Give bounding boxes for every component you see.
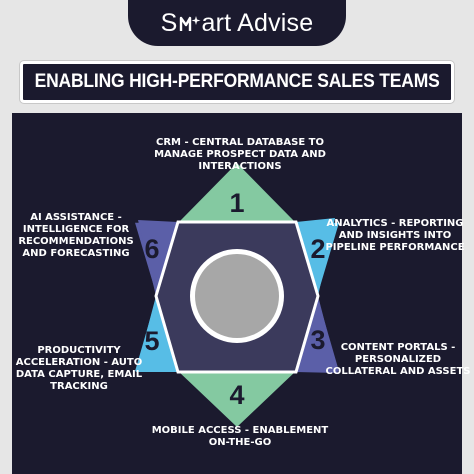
segment-3-wing: [296, 296, 338, 373]
m-sparkle-logo-icon: [179, 16, 201, 31]
segment-5-wing: [136, 296, 178, 372]
segment-6-label: AI ASSISTANCE - INTELLIGENCE FOR RECOMME…: [18, 212, 134, 259]
segment-5-label: PRODUCTIVITY ACCELERATION - AUTO DATA CA…: [15, 345, 143, 392]
segment-3-label: CONTENT PORTALS - PERSONALIZED COLLATERA…: [325, 342, 471, 377]
segment-2-wing: [296, 218, 335, 296]
segment-3-number: 3: [310, 325, 325, 355]
segment-6-wing: [138, 220, 178, 296]
segment-6-number: 6: [144, 234, 159, 264]
segment-2-label: ANALYTICS - REPORTING AND INSIGHTS INTO …: [325, 218, 465, 253]
segment-1-number: 1: [229, 188, 244, 218]
brand-logo[interactable]: S art Advise: [161, 9, 314, 38]
segment-2-number: 2: [310, 234, 325, 264]
brand-name-suffix: art Advise: [201, 8, 314, 37]
segment-1-label: CRM - CENTRAL DATABASE TO MANAGE PROSPEC…: [154, 137, 326, 172]
brand-header: S art Advise: [128, 0, 346, 46]
segment-4-label: MOBILE ACCESS - ENABLEMENT ON-THE-GO: [151, 425, 329, 448]
segment-5-number: 5: [144, 326, 159, 356]
page-title: ENABLING HIGH-PERFORMANCE SALES TEAMS: [34, 71, 440, 92]
center-circle: [195, 254, 279, 338]
brand-name-prefix: S: [160, 8, 178, 37]
title-banner: ENABLING HIGH-PERFORMANCE SALES TEAMS: [19, 60, 455, 104]
segment-4-number: 4: [229, 380, 244, 410]
